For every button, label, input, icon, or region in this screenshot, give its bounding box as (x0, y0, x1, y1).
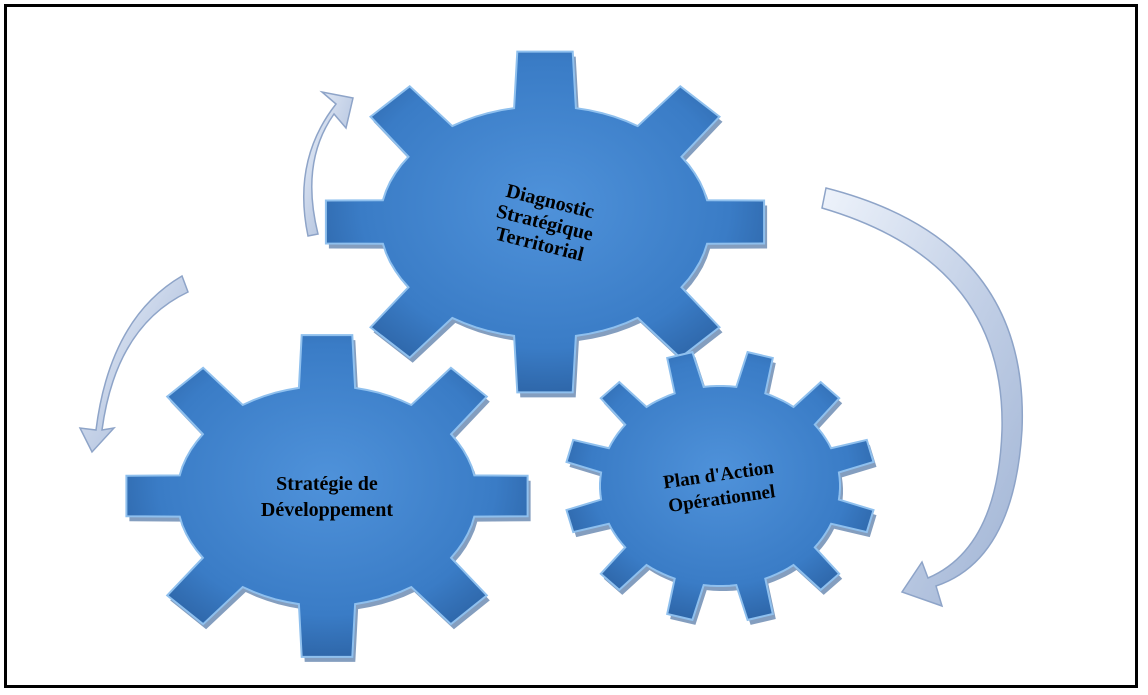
gear-diagnostic: DiagnosticStratégiqueTerritorial (324, 50, 768, 398)
arrow-strategie-to-diagnostic (303, 90, 354, 237)
gear-body (125, 334, 529, 658)
gear-body (324, 50, 766, 394)
arrow-diagnostic-to-plan (821, 187, 1024, 608)
gear-label-strategie: Stratégie de Développement (261, 473, 394, 521)
gear-label-line: Stratégie de (276, 473, 378, 495)
gear-strategie: Stratégie de Développement (125, 334, 531, 662)
gear-label-line: Développement (261, 499, 394, 521)
gear-plan: Plan d'ActionOpérationnel (565, 350, 877, 625)
arrow-to-strategie (78, 274, 189, 454)
gear-body (565, 350, 875, 622)
